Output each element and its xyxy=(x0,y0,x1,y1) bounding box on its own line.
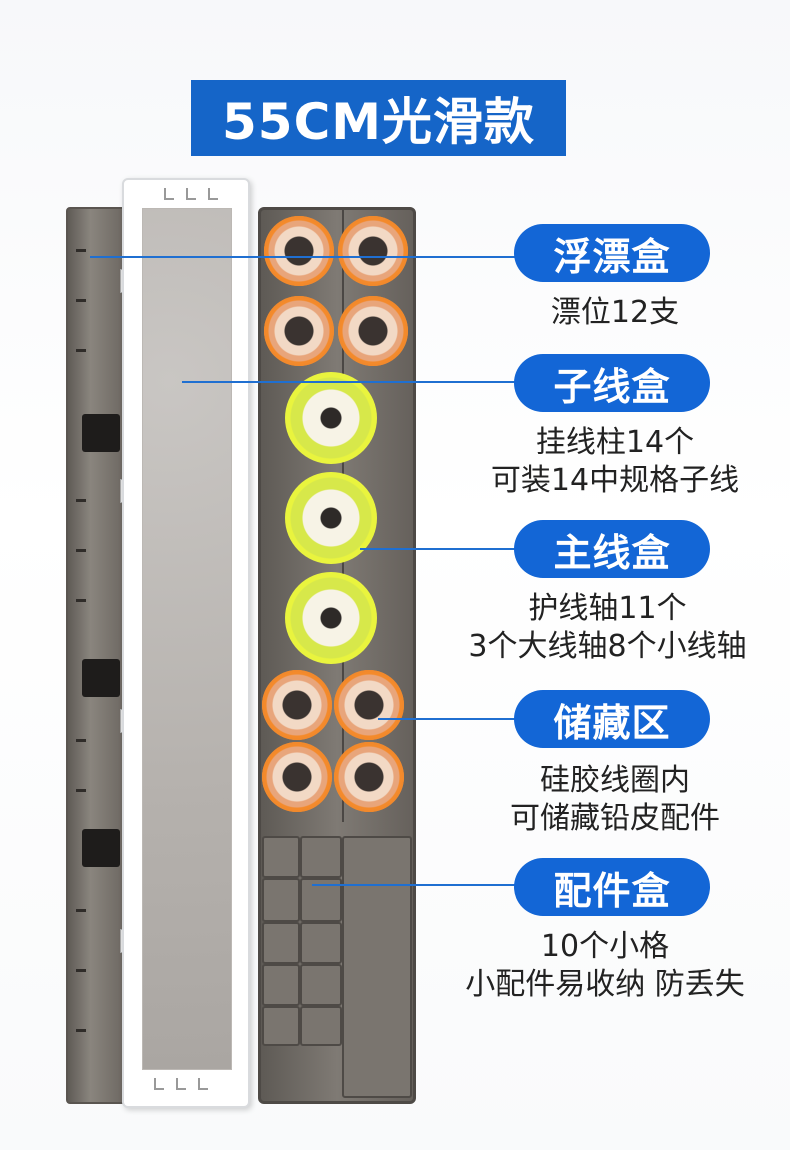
compartment-cell xyxy=(300,836,342,878)
callout-label: 浮漂盒 xyxy=(553,234,671,279)
callout-main-line-box: 主线盒 xyxy=(514,520,710,578)
callout-accessory-desc: 10个小格 小配件易收纳 防丢失 xyxy=(430,928,780,1004)
compartment-cell xyxy=(262,922,300,964)
rail-tick xyxy=(76,789,86,792)
callout-label: 主线盒 xyxy=(553,530,671,575)
desc-line: 挂线柱14个 xyxy=(535,425,695,460)
rail-tick xyxy=(76,599,86,602)
title-banner: 55CM光滑款 xyxy=(191,80,566,156)
callout-accessory-box: 配件盒 xyxy=(514,858,710,916)
clip xyxy=(198,1078,208,1090)
rail-tick xyxy=(76,909,86,912)
leader-line-main-line xyxy=(360,548,518,550)
leader-line-leader-line xyxy=(182,381,518,383)
storage-spool xyxy=(334,742,404,812)
callout-leader-desc: 挂线柱14个 可装14中规格子线 xyxy=(450,424,780,500)
callout-storage-desc: 硅胶线圈内 可储藏铅皮配件 xyxy=(460,762,770,838)
compartment-cell xyxy=(300,1006,342,1046)
foam-pad xyxy=(82,659,120,697)
foam-pad xyxy=(82,414,120,452)
storage-spool xyxy=(262,742,332,812)
rail-tick xyxy=(76,299,86,302)
rail-tick xyxy=(76,739,86,742)
clip xyxy=(186,188,196,200)
callout-float-desc: 漂位12支 xyxy=(520,294,710,332)
storage-spool xyxy=(262,670,332,740)
rail-tick xyxy=(76,1029,86,1032)
leader-line-accessory xyxy=(312,884,518,886)
storage-spool xyxy=(334,670,404,740)
rail-tick xyxy=(76,549,86,552)
rail-tick xyxy=(76,969,86,972)
callout-leader-box: 子线盒 xyxy=(514,354,710,412)
desc-line: 漂位12支 xyxy=(550,295,680,330)
desc-line: 3个大线轴8个小线轴 xyxy=(468,629,747,664)
compartment-cell xyxy=(262,836,300,878)
main-line-spool xyxy=(285,472,377,564)
accessory-compartments xyxy=(258,828,416,1104)
callout-label: 子线盒 xyxy=(553,364,671,409)
callout-main-line-desc: 护线轴11个 3个大线轴8个小线轴 xyxy=(430,590,785,666)
callout-label: 配件盒 xyxy=(553,868,671,913)
page-title: 55CM光滑款 xyxy=(221,93,536,151)
rail-tick xyxy=(76,499,86,502)
float-spool xyxy=(338,216,408,286)
float-spool xyxy=(264,296,334,366)
desc-line: 可储藏铅皮配件 xyxy=(510,801,720,836)
clip xyxy=(176,1078,186,1090)
desc-line: 10个小格 xyxy=(540,929,670,964)
compartment-cell xyxy=(300,964,342,1006)
compartment-cell xyxy=(262,878,300,922)
compartment-long xyxy=(342,836,412,1098)
main-line-spool xyxy=(285,372,377,464)
float-spool xyxy=(338,296,408,366)
rail-tick xyxy=(76,249,86,252)
main-line-spool xyxy=(285,572,377,664)
desc-line: 硅胶线圈内 xyxy=(540,763,690,798)
leader-line-float xyxy=(90,256,518,258)
box-lid-side xyxy=(66,207,130,1104)
foam-pad xyxy=(82,829,120,867)
desc-line: 可装14中规格子线 xyxy=(490,463,740,498)
float-spool xyxy=(264,216,334,286)
callout-float-box: 浮漂盒 xyxy=(514,224,710,282)
leader-line-storage xyxy=(378,718,518,720)
lid-panel xyxy=(122,178,250,1108)
clip xyxy=(164,188,174,200)
compartment-cell xyxy=(262,1006,300,1046)
compartment-cell xyxy=(262,964,300,1006)
desc-line: 小配件易收纳 防丢失 xyxy=(465,967,745,1002)
compartment-cell xyxy=(300,922,342,964)
clip xyxy=(154,1078,164,1090)
desc-line: 护线轴11个 xyxy=(528,591,687,626)
callout-label: 储藏区 xyxy=(553,700,671,745)
felt-lining xyxy=(142,208,232,1070)
callout-storage-area: 储藏区 xyxy=(514,690,710,748)
rail-tick xyxy=(76,349,86,352)
clip xyxy=(208,188,218,200)
